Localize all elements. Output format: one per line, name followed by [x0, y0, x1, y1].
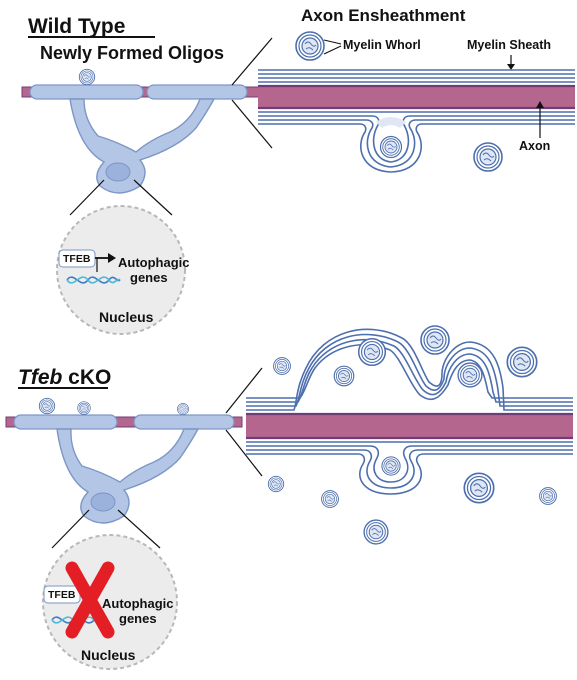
cko-title: Tfeb cKO [18, 366, 111, 389]
wt-tfeb-label: TFEB [63, 253, 91, 265]
cko-free-whorl-2 [420, 325, 450, 355]
cko-trapped-whorl-2 [333, 365, 355, 387]
cko-title-gene: Tfeb [18, 366, 63, 389]
whorl-pointer-1 [323, 39, 342, 45]
cko-small-whorl-3 [177, 403, 189, 415]
wild-type-title: Wild Type [28, 15, 125, 38]
wild-type-subtitle: Newly Formed Oligos [40, 43, 224, 63]
wt-axon [258, 86, 575, 108]
wt-genes-line2: genes [130, 270, 168, 285]
cko-genes-line1: Autophagic [102, 596, 174, 611]
ensheathment-panel: Axon Ensheathment Myelin Whorl Myelin Sh… [258, 6, 575, 173]
wt-arrow-head-icon [108, 253, 116, 263]
wt-trapped-whorl [379, 135, 403, 159]
wt-nucleus-label: Nucleus [99, 309, 154, 325]
wild-type-panel: Wild Type Newly Formed Oligos TFEB Autop… [21, 15, 273, 335]
wt-zoom-line-top [231, 37, 273, 86]
cko-trapped-whorl-4 [381, 456, 401, 476]
wt-upper-sheath [258, 69, 575, 83]
wt-nucleus-zoom [56, 205, 186, 335]
whorl-pointer-2 [323, 45, 342, 55]
legend-whorl-icon [295, 31, 325, 61]
wt-cell-nucleus [105, 162, 131, 182]
cko-axon-strip [5, 416, 243, 428]
cko-nucleus-zoom-line-left [51, 509, 90, 549]
cko-upper-sheath [246, 328, 573, 411]
cko-genes-line2: genes [119, 611, 157, 626]
cko-process-left [13, 414, 118, 430]
cko-trapped-whorl-3 [457, 362, 483, 388]
cko-nucleus-label: Nucleus [81, 647, 136, 663]
cko-cell-nucleus [90, 492, 116, 512]
cko-nucleus-zoom-line-right [117, 509, 161, 549]
cko-process-right [133, 414, 235, 430]
cko-ensheathment-panel [246, 325, 573, 545]
cko-lower-sheath [246, 441, 573, 495]
myelin-whorl-label: Myelin Whorl [343, 38, 421, 52]
wt-nucleus-zoom-line-right [133, 179, 173, 216]
cko-free-whorl-4 [267, 475, 285, 493]
cko-trapped-whorl-1 [357, 337, 387, 367]
wt-free-whorl [473, 142, 503, 172]
wt-small-whorl [78, 68, 96, 86]
cko-free-whorl-6 [463, 472, 495, 504]
cko-zoom-line-top [225, 367, 263, 414]
myelin-sheath-arrow-icon [507, 64, 515, 70]
wt-zoom-line-bottom [231, 99, 273, 149]
cko-free-whorl-5 [321, 490, 339, 508]
cko-panel: Tfeb cKO TFEB Autophagic genes Nucleus [5, 366, 263, 670]
cko-zoom-line-bottom [225, 429, 263, 477]
axon-label: Axon [519, 139, 550, 153]
wt-oligo-cell-body [69, 98, 216, 194]
axon-arrow-icon [536, 101, 544, 108]
cko-free-whorl-7 [539, 487, 557, 505]
wt-nucleus-zoom-line-left [69, 179, 105, 216]
wt-dna-helix-icon [66, 276, 121, 284]
cko-small-whorl-2 [77, 401, 91, 415]
cko-oligo-cell-body [56, 428, 200, 524]
ensheathment-title: Axon Ensheathment [301, 6, 466, 25]
wt-genes-line1: Autophagic [118, 255, 190, 270]
cko-free-whorl-8 [363, 519, 389, 545]
cko-title-rest: cKO [62, 366, 111, 389]
cko-tfeb-label: TFEB [48, 589, 76, 601]
cko-free-whorl-3 [506, 346, 538, 378]
wt-lower-sheath [258, 111, 575, 173]
wt-process-left [29, 84, 144, 100]
cko-free-whorl-1 [273, 357, 291, 375]
cko-small-whorl-1 [38, 397, 56, 415]
knockout-x-icon [65, 561, 115, 639]
cko-axon [246, 414, 573, 438]
myelin-sheath-label: Myelin Sheath [467, 38, 551, 52]
wt-pocket-cytoplasm [376, 117, 406, 128]
wt-process-right [146, 84, 248, 100]
